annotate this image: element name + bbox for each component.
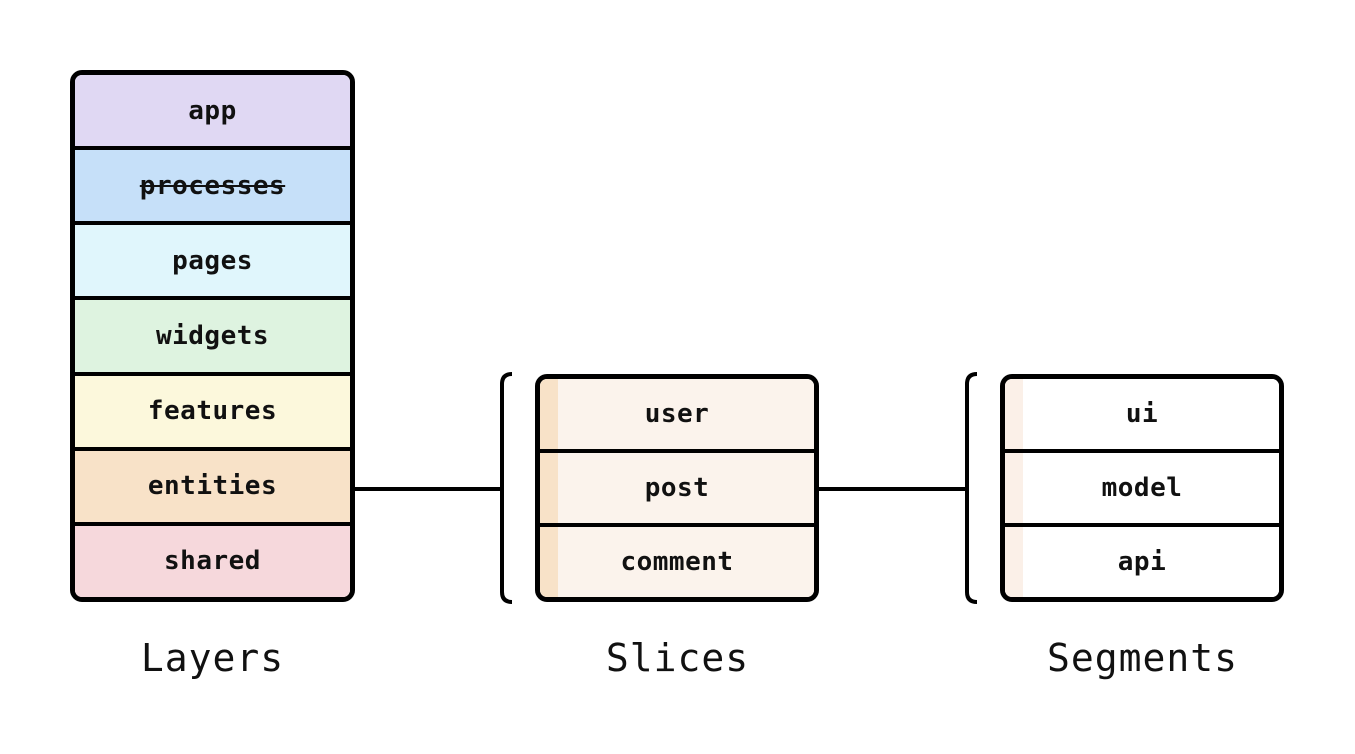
layer-label: features [147, 396, 278, 427]
layer-label: widgets [155, 320, 270, 351]
layer-label: processes [139, 170, 286, 201]
layers-caption: Layers [140, 636, 285, 680]
layer-shared: shared [75, 521, 350, 597]
layer-label: entities [147, 471, 278, 502]
layer-label: app [188, 95, 237, 126]
layer-entities: entities [75, 446, 350, 522]
segment-ui: ui [1005, 379, 1279, 449]
slices-bracket [500, 372, 513, 604]
slice-user: user [540, 379, 814, 449]
segment-label: model [1101, 473, 1183, 503]
slice-label: user [644, 399, 710, 429]
segments-bracket [965, 372, 978, 604]
slice-comment: comment [540, 523, 814, 597]
layer-features: features [75, 371, 350, 447]
layer-label: pages [172, 245, 253, 276]
slice-label: comment [620, 547, 734, 577]
segments-stack: ui model api [1000, 374, 1284, 602]
segment-api: api [1005, 523, 1279, 597]
layer-pages: pages [75, 221, 350, 297]
slices-caption: Slices [605, 636, 750, 680]
slices-stack: user post comment [535, 374, 819, 602]
segment-label: ui [1125, 399, 1159, 429]
segment-model: model [1005, 449, 1279, 523]
layer-processes: processes [75, 146, 350, 222]
slice-post: post [540, 449, 814, 523]
segments-caption: Segments [1046, 636, 1239, 680]
layer-label: shared [164, 546, 261, 577]
segment-label: api [1117, 547, 1167, 577]
layer-app: app [75, 75, 350, 147]
layer-widgets: widgets [75, 296, 350, 372]
layers-stack: app processes pages widgets features entities… [70, 70, 355, 602]
slice-label: post [644, 473, 710, 503]
